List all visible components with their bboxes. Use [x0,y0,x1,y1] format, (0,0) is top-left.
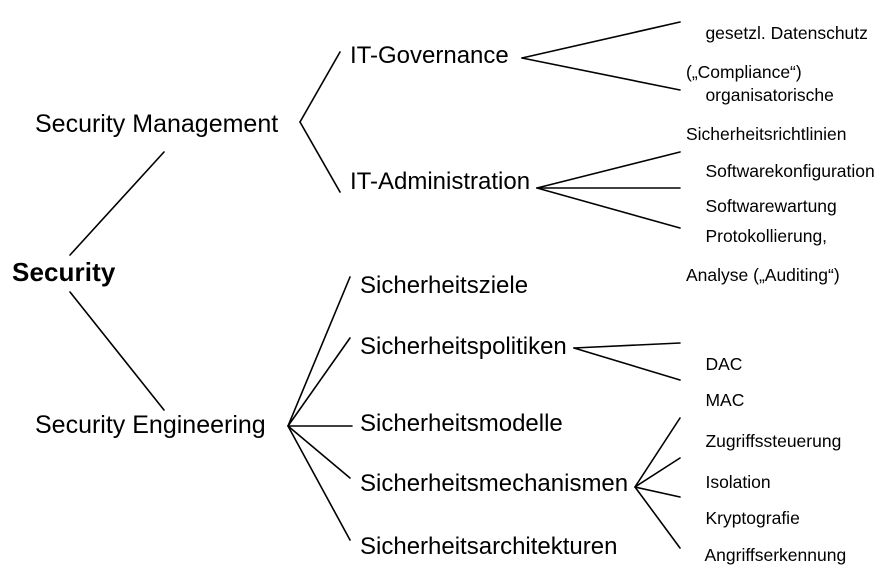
edge-mechanismen-to-angriffserkennung [634,486,681,549]
node-it-administration: IT-Administration [350,168,531,195]
edge-politiken-to-mac [573,347,681,381]
edge-itadmin-to-softwarekonfiguration [536,151,681,189]
leaf-softwarewartung: Softwarewartung [686,177,837,236]
node-sicherheitspolitiken: Sicherheitspolitiken [360,333,567,360]
leaf-softwarekonfiguration: Softwarekonfiguration [686,142,875,201]
edge-itadmin-to-protokollierung [536,187,681,229]
node-sicherheitsarchitekturen: Sicherheitsarchitekturen [360,533,618,560]
edge-security-to-security-engineering [69,291,165,411]
leaf-line-2: Analyse („Auditing“) [686,264,840,285]
leaf-isolation: Isolation [686,453,771,512]
edge-mechanismen-to-isolation [634,457,681,488]
leaf-line-1: Softwarekonfiguration [705,160,875,181]
edge-se-to-sicherheitspolitiken [287,337,351,427]
node-security-management: Security Management [35,110,279,138]
edge-se-to-sicherheitsarchitekturen [287,425,351,541]
node-sicherheitsmechanismen: Sicherheitsmechanismen [360,470,629,497]
leaf-kryptografie: Kryptografie [686,489,800,548]
node-it-governance: IT-Governance [350,42,509,69]
leaf-protokollierung-analyse: Protokollierung, Analyse („Auditing“) [686,207,840,325]
edge-mechanismen-to-kryptografie [634,486,681,498]
leaf-line-1: organisatorische [705,84,834,105]
edge-politiken-to-dac [573,342,681,349]
leaf-organisatorische-sicherheitsrichtlinien: organisatorische Sicherheitsrichtlinien [686,66,847,184]
edge-mechanismen-to-zugriffssteuerung [634,417,681,488]
leaf-angriffserkennung: Angriffserkennung (Intrusion Detection) [686,526,846,578]
leaf-line-1: Zugriffssteuerung [705,430,842,451]
leaf-line-1: Angriffserkennung [704,544,847,565]
edge-sm-to-it-governance [299,51,341,123]
edge-sm-to-it-administration [299,121,341,193]
node-security-engineering: Security Engineering [35,411,266,439]
leaf-gesetzl-datenschutz: gesetzl. Datenschutz („Compliance“) [686,4,868,122]
leaf-line-1: DAC [705,353,743,374]
leaf-line-1: Softwarewartung [705,195,837,216]
leaf-dac: DAC [686,335,742,394]
leaf-line-2: Sicherheitsrichtlinien [686,123,847,144]
node-sicherheitsziele: Sicherheitsziele [360,272,529,299]
leaf-line-1: MAC [705,389,745,410]
edge-itgov-to-richtlinien [521,57,681,91]
leaf-line-1: Protokollierung, [705,225,828,246]
edge-security-to-security-management [69,151,165,256]
leaf-mac: MAC [686,371,744,430]
edge-se-to-sicherheitsziele [287,276,351,427]
leaf-line-1: Kryptografie [705,507,800,528]
leaf-zugriffssteuerung: Zugriffssteuerung [686,412,841,471]
node-sicherheitsmodelle: Sicherheitsmodelle [360,410,563,437]
leaf-line-2: („Compliance“) [686,61,802,82]
leaf-line-1: gesetzl. Datenschutz [705,22,868,43]
edge-itgov-to-compliance [521,21,681,59]
node-security-root: Security [12,257,116,287]
leaf-line-1: Isolation [705,471,771,492]
edge-se-to-sicherheitsmechanismen [287,425,351,479]
